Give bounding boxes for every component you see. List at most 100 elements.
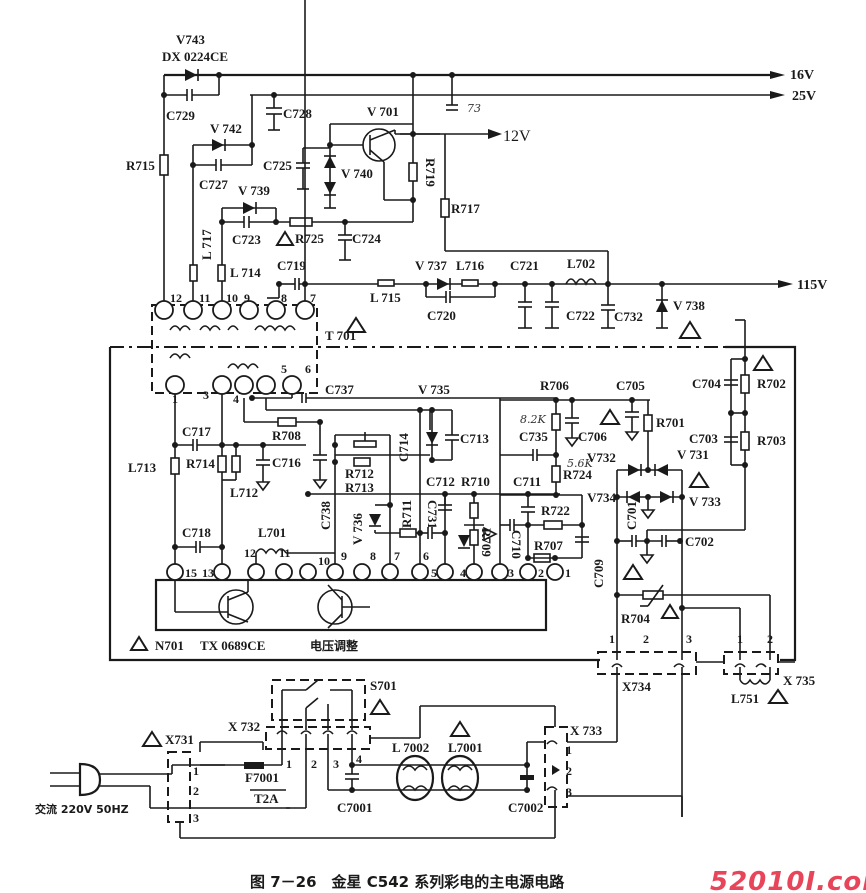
- c737-label: C737: [325, 382, 354, 397]
- c710-label: C710: [509, 530, 524, 559]
- r715-label: R715: [126, 158, 155, 173]
- v740-label: V 740: [341, 166, 373, 181]
- svg-text:11: 11: [279, 546, 290, 560]
- r706-label: R706: [540, 378, 569, 393]
- c714-capacitor: [332, 432, 391, 565]
- l715-inductor: [377, 279, 395, 287]
- c706-label: C706: [578, 429, 607, 444]
- c7002-capacitor: [520, 741, 545, 793]
- c720-label: C720: [427, 308, 456, 323]
- c716-label: C716: [272, 455, 301, 470]
- r725-label: R725: [295, 231, 324, 246]
- svg-text:12: 12: [170, 291, 182, 305]
- svg-text:2: 2: [767, 632, 773, 646]
- svg-text:10: 10: [226, 291, 238, 305]
- output-16v-label: 16V: [790, 68, 814, 83]
- c73x-capacitor: [446, 72, 458, 111]
- svg-text:1: 1: [737, 632, 743, 646]
- v731-warning-icon: [688, 471, 710, 488]
- c724-label: C724: [352, 231, 381, 246]
- v733-label: V 733: [689, 494, 721, 509]
- c713-label: C713: [460, 431, 489, 446]
- c712-label: C712: [426, 474, 455, 489]
- c738-label: C738: [318, 501, 333, 530]
- t701-label: T 701: [325, 328, 356, 343]
- ic-pins: [166, 563, 564, 581]
- ac-input-label: 交流 220V 50HZ: [35, 802, 129, 816]
- c738-capacitor: [312, 419, 328, 490]
- c7001-capacitor: [345, 762, 530, 793]
- r706-handwritten-value: 8.2K: [520, 413, 546, 426]
- c719-capacitor: [267, 0, 330, 308]
- svg-text:3: 3: [686, 632, 692, 646]
- svg-text:2: 2: [643, 632, 649, 646]
- c703-label: C703: [689, 431, 718, 446]
- f7001-label: F7001: [245, 770, 279, 785]
- l717-label: L 717: [199, 229, 214, 260]
- r724-label: R724: [563, 467, 592, 482]
- r704-thermistor: [614, 584, 771, 660]
- svg-text:2: 2: [538, 566, 544, 580]
- svg-text:4: 4: [356, 752, 362, 766]
- x732-pin-numbers: 1 2 3 4: [286, 752, 362, 771]
- r719-label: R719: [423, 158, 438, 187]
- c727-label: C727: [199, 177, 228, 192]
- v737-label: V 737: [415, 258, 447, 273]
- c705-warning-icon: [599, 408, 621, 425]
- transformer-t701: [151, 300, 318, 395]
- r717-resistor: [440, 134, 609, 284]
- bridge-rectifier: [614, 464, 685, 660]
- svg-text:1: 1: [286, 757, 292, 771]
- v743-label: V743: [176, 32, 205, 47]
- v742-diode: [190, 139, 255, 310]
- output-115v-label: 115V: [797, 278, 827, 293]
- r701-label: R701: [656, 415, 685, 430]
- v738-warning-icon: [678, 320, 702, 339]
- c73x-label: 73: [467, 102, 481, 115]
- connector-x735: [696, 651, 795, 685]
- s701-label: S701: [370, 678, 397, 693]
- c7001-label: C7001: [337, 800, 372, 815]
- svg-text:1: 1: [609, 632, 615, 646]
- l716-label: L716: [456, 258, 485, 273]
- c722-capacitor: [545, 281, 559, 329]
- c704-r702-c703-r703: [724, 356, 750, 530]
- svg-text:1: 1: [193, 764, 199, 778]
- v740-zener: [324, 142, 336, 209]
- c719-label: C719: [277, 258, 306, 273]
- c7002-label: C7002: [508, 800, 543, 815]
- l751-label: L751: [731, 691, 759, 706]
- c702-capacitor: [614, 529, 745, 565]
- r712-label: R712: [345, 466, 374, 481]
- ic-n701: [154, 563, 564, 632]
- l7001-label: L7001: [448, 740, 483, 755]
- l702-label: L702: [567, 256, 595, 271]
- svg-text:8: 8: [370, 549, 376, 563]
- output-12v-label: 12V: [503, 128, 531, 145]
- svg-text:12: 12: [244, 546, 256, 560]
- c712-capacitor: [438, 491, 452, 511]
- v738-zener: [656, 281, 668, 329]
- r704-label: R704: [621, 611, 650, 626]
- c722-label: C722: [566, 308, 595, 323]
- l712-label: L712: [230, 485, 258, 500]
- svg-text:2: 2: [193, 784, 199, 798]
- r709-label: R709: [479, 528, 494, 557]
- c701-label: C701: [624, 501, 639, 530]
- c732-label: C732: [614, 309, 643, 324]
- r702-warning-icon: [752, 354, 774, 371]
- switch-s701: [271, 679, 366, 730]
- ic-pin-numbers: 15 13 12 11 10 9 8 7 6 5 4 3 2 1: [185, 546, 571, 580]
- svg-text:1: 1: [566, 743, 572, 757]
- x731-label: X731: [165, 732, 194, 747]
- c718-label: C718: [182, 525, 211, 540]
- r710-label: R710: [461, 474, 490, 489]
- svg-text:6: 6: [305, 362, 311, 376]
- r711-label: R711: [399, 500, 414, 528]
- t701-secondary-pins: [154, 300, 315, 320]
- c711-r722-r707-c709: [499, 398, 589, 565]
- x732-label: X 732: [228, 719, 260, 734]
- v736-r711-c731: [369, 494, 448, 565]
- c725-label: C725: [263, 158, 292, 173]
